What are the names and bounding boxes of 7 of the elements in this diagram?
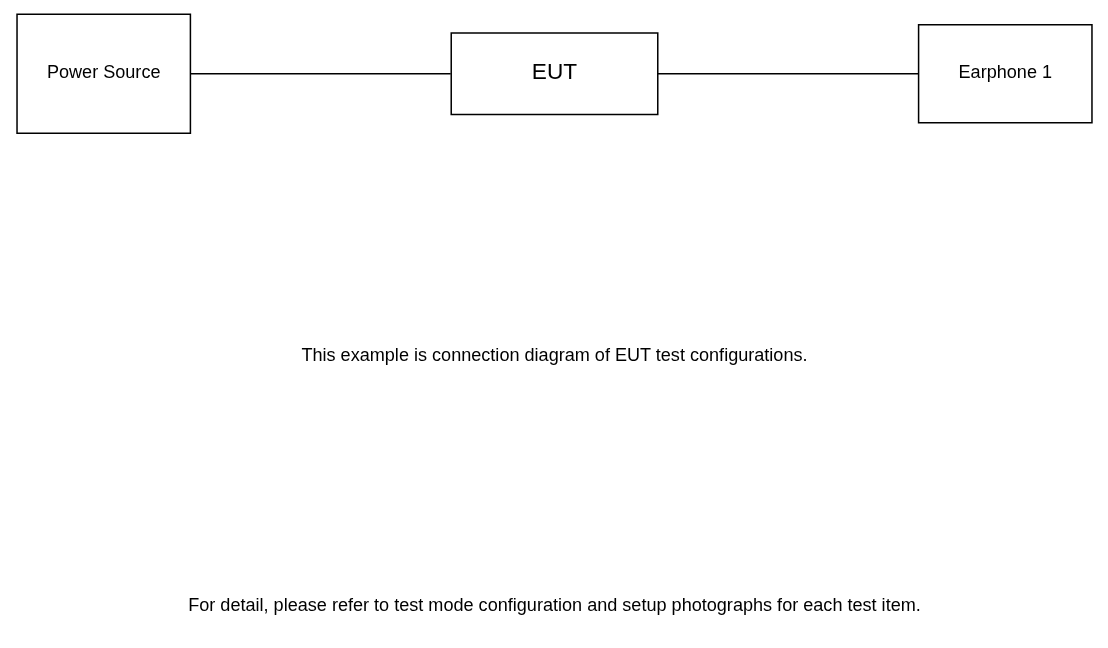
- node-box: Power Source: [15, 13, 191, 135]
- connector: [189, 72, 451, 75]
- node-box: EUT: [449, 32, 659, 116]
- label: This example is connection diagram of EUT test configurations.: [300, 345, 808, 366]
- connector: [656, 72, 919, 75]
- label: For detail, please refer to test mode configuration and setup photographs for each test item.: [187, 595, 921, 616]
- node-box: Earphone 1: [917, 24, 1093, 124]
